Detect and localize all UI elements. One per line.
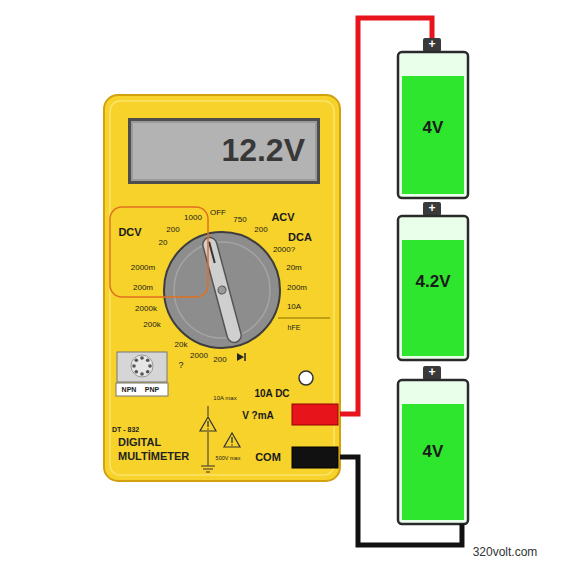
- warning-triangle: [200, 417, 216, 431]
- range-label: 20: [159, 239, 168, 248]
- range-label: 1000: [184, 214, 202, 223]
- socket-label-band: [116, 383, 168, 396]
- range-label: 200: [166, 226, 179, 235]
- dial-ring: [174, 242, 270, 338]
- black-test-lead: [340, 457, 462, 545]
- brand-text: DIGITAL: [118, 436, 161, 448]
- battery-body: [398, 216, 468, 360]
- range-heading: ACV: [271, 211, 294, 223]
- range-label: 200k: [143, 321, 160, 330]
- display-reading: 12.2V: [221, 133, 305, 168]
- battery-cell: 4V: [398, 366, 468, 524]
- black-probe-plug: [292, 447, 338, 468]
- model-number: DT - 832: [112, 426, 139, 434]
- battery-voltage: 4V: [423, 443, 444, 462]
- battery-terminal: [423, 38, 441, 52]
- red-test-lead: [340, 18, 432, 414]
- warning-mark: [207, 421, 208, 427]
- ground-symbol: [203, 469, 213, 470]
- socket-hole: [140, 372, 144, 376]
- range-label: 200: [254, 226, 267, 235]
- polarity-mark: +: [428, 202, 435, 215]
- battery-terminal: [423, 202, 441, 216]
- polarity-mark: +: [428, 366, 435, 379]
- rotary-dial: [164, 232, 280, 348]
- socket-hole: [146, 370, 150, 374]
- battery-body: [398, 52, 468, 198]
- warning-mark: [231, 437, 232, 443]
- socket-hole: [132, 364, 136, 368]
- range-label: 20m: [286, 264, 302, 273]
- warning-dot: [231, 444, 233, 446]
- socket-hole: [135, 359, 139, 363]
- range-label: 750: [233, 216, 246, 225]
- range-label: 2000m: [131, 264, 155, 273]
- socket-holes: [132, 356, 152, 376]
- knob-pointer: [209, 242, 215, 263]
- battery-body: [398, 380, 468, 524]
- range-highlight: [110, 207, 208, 297]
- socket-label: PNP: [145, 386, 159, 394]
- range-label: 2000: [190, 352, 208, 361]
- jack-label: COM: [255, 451, 281, 463]
- leader-line: [208, 406, 209, 416]
- diode-triangle: [237, 353, 244, 361]
- diode-symbol: [237, 353, 245, 361]
- battery-cell: 4.2V: [398, 202, 468, 360]
- socket-label: NPN: [122, 386, 137, 394]
- knob-hub: [217, 285, 227, 295]
- warning-symbols: [200, 406, 240, 472]
- battery-terminal: [423, 366, 441, 380]
- socket-hole: [135, 370, 139, 374]
- battery-cell: 4V: [398, 38, 468, 198]
- ground-line: [208, 432, 209, 466]
- ground-symbol: [206, 472, 210, 473]
- ground-symbol: [201, 466, 215, 467]
- jack-label: 10A DC: [254, 388, 289, 399]
- battery-voltage: 4.2V: [416, 273, 451, 292]
- battery-charge: [402, 76, 464, 194]
- range-label: 200m: [133, 284, 153, 293]
- range-label: 10A: [287, 303, 301, 312]
- battery-voltage: 4V: [423, 119, 444, 138]
- battery-charge: [402, 404, 464, 520]
- brand-text: MULTİMETER: [118, 450, 189, 462]
- socket-hole: [146, 359, 150, 363]
- rating-note: 10A max: [213, 395, 236, 402]
- battery-cells: [398, 38, 468, 524]
- meter-housing: [104, 95, 340, 481]
- polarity-mark: +: [428, 38, 435, 51]
- range-label: hFE: [288, 324, 301, 332]
- range-label: 200: [213, 356, 226, 365]
- multimeter-body: DT - 832DIGITAL MULTİMETER 12.2V: [104, 95, 340, 481]
- battery-charge: [402, 240, 464, 356]
- range-label: 200m: [287, 284, 307, 293]
- 10a-jack: [299, 371, 313, 385]
- red-probe-plug: [292, 404, 338, 425]
- warning-dot: [207, 428, 209, 430]
- range-heading: DCV: [118, 226, 141, 238]
- warning-triangle: [224, 433, 240, 447]
- diode-bar: [244, 353, 246, 361]
- lcd-display: 12.2V: [128, 118, 320, 184]
- jack-label: V ?mA: [242, 410, 274, 421]
- socket-hole: [140, 356, 144, 360]
- range-label: ?: [178, 361, 183, 371]
- range-label: 2000?: [273, 246, 295, 255]
- range-label: OFF: [210, 209, 226, 218]
- range-divider: [278, 318, 330, 319]
- transistor-socket: [117, 352, 167, 382]
- rating-note: 500V max: [216, 455, 241, 461]
- watermark: 320volt.com: [473, 546, 538, 559]
- range-label: 2000k: [135, 305, 157, 314]
- socket-hole: [148, 364, 152, 368]
- socket-ring: [131, 355, 153, 377]
- range-heading: DCA: [288, 231, 312, 243]
- range-label: 20k: [175, 341, 188, 350]
